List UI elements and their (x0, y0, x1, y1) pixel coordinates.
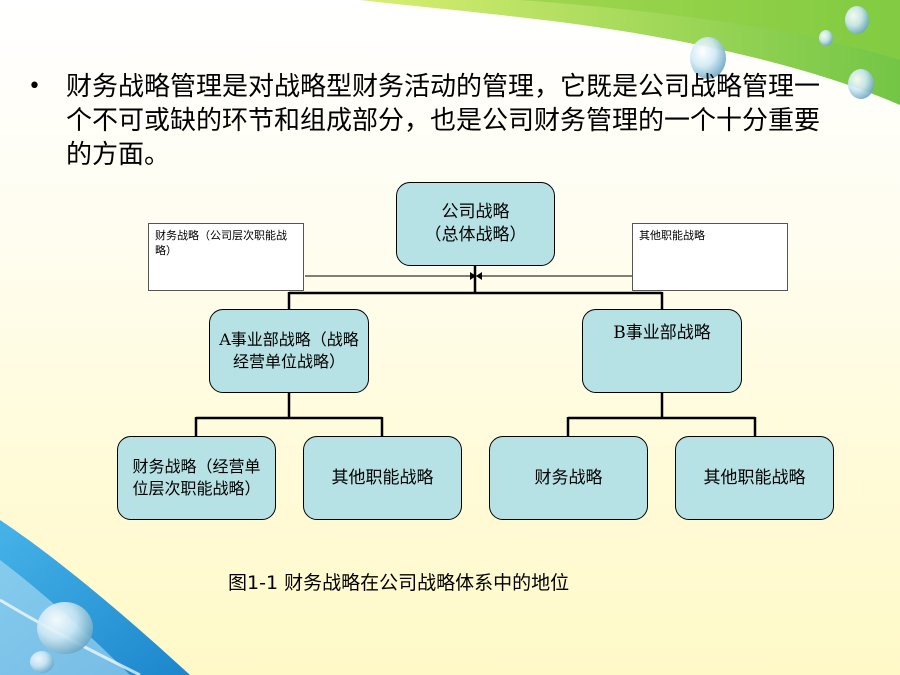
node-division-a-strategy: A事业部战略（战略经营单位战略） (209, 309, 369, 393)
bullet-text: 财务战略管理是对战略型财务活动的管理，它既是公司战略管理一个不可或缺的环节和组成… (66, 72, 821, 170)
bullet-marker: • (28, 74, 41, 99)
note-other-functional-strategy: 其他职能战略 (632, 223, 788, 291)
node-a-other-strategy: 其他职能战略 (303, 436, 462, 520)
note-finance-strategy-corporate: 财务战略（公司层次职能战略） (148, 223, 304, 291)
node-corporate-strategy-line1: 公司战略 (441, 202, 510, 222)
node-b-other-strategy: 其他职能战略 (675, 436, 834, 520)
node-b-finance-strategy: 财务战略 (489, 436, 648, 520)
figure-caption: 图1-1 财务战略在公司战略体系中的地位 (228, 572, 570, 594)
node-division-b-strategy: B事业部战略 (582, 309, 742, 393)
node-a-finance-strategy: 财务战略（经营单位层次职能战略） (117, 436, 276, 520)
node-corporate-strategy: 公司战略 （总体战略） (396, 182, 555, 266)
node-corporate-strategy-line2: （总体战略） (424, 225, 527, 245)
